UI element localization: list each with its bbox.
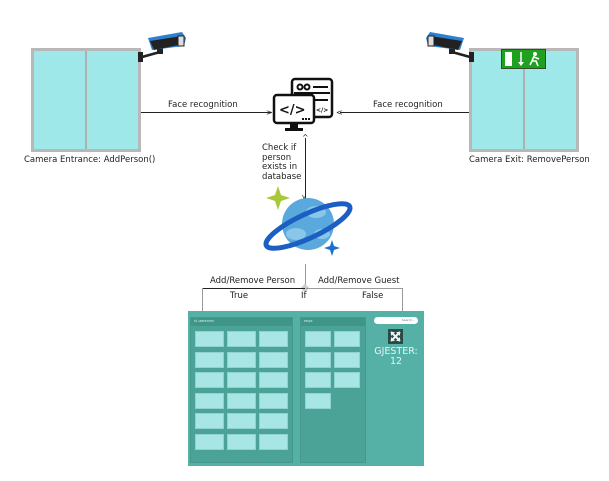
exit-arrow-line xyxy=(340,112,469,113)
person-tile[interactable] xyxy=(195,372,224,388)
db-check-label: Check if person exists in database xyxy=(262,143,302,182)
exit-caption: Camera Exit: RemovePerson xyxy=(469,155,590,165)
person-tile[interactable] xyxy=(259,413,288,429)
branch-left-line xyxy=(202,288,305,289)
panel-visits: BESØK xyxy=(300,317,366,463)
person-tile[interactable] xyxy=(227,331,256,347)
entrance-arrow-label: Face recognition xyxy=(168,100,238,110)
door-divider xyxy=(85,51,87,149)
person-tile[interactable] xyxy=(334,351,360,368)
person-tile[interactable] xyxy=(195,392,224,409)
person-tile[interactable] xyxy=(195,413,224,429)
branch-right-condition: False xyxy=(362,291,384,301)
entrance-arrow-line xyxy=(141,112,271,113)
arrow-head-icon: ^ xyxy=(302,133,309,142)
branch-left-action: Add/Remove Person xyxy=(210,276,296,286)
person-tile[interactable] xyxy=(305,351,331,368)
svg-text:</>: </> xyxy=(316,107,328,114)
person-tile[interactable] xyxy=(227,351,256,368)
cctv-camera-icon xyxy=(426,32,474,62)
db-check-arrow-line xyxy=(305,138,306,199)
person-tile[interactable] xyxy=(227,372,256,388)
code-computer-icon: </> </> xyxy=(272,77,334,131)
person-tile[interactable] xyxy=(195,433,224,450)
search-input[interactable] xyxy=(374,317,418,324)
panel-visits-title: BESØK xyxy=(301,318,365,326)
person-tile[interactable] xyxy=(334,331,360,347)
person-tile[interactable] xyxy=(259,392,288,409)
door-divider xyxy=(523,51,525,149)
branch-if-label: If xyxy=(301,291,307,301)
person-tile[interactable] xyxy=(305,372,331,388)
branch-left-down xyxy=(202,288,203,312)
cosmos-db-planet-icon xyxy=(263,186,353,256)
entrance-caption: Camera Entrance: AddPerson() xyxy=(24,155,156,165)
person-tile[interactable] xyxy=(305,392,331,409)
person-tile[interactable] xyxy=(334,372,360,388)
arrow-head-icon: v xyxy=(302,193,307,201)
dashboard: PÅ ARBEIDSTED BESØK GJESTER: 12 xyxy=(188,311,424,466)
person-tile[interactable] xyxy=(259,372,288,388)
svg-text:</>: </> xyxy=(279,103,306,118)
person-tile[interactable] xyxy=(227,413,256,429)
person-tile[interactable] xyxy=(259,351,288,368)
panel-at-work-title: PÅ ARBEIDSTED xyxy=(191,318,292,326)
person-tile[interactable] xyxy=(227,392,256,409)
branch-left-condition: True xyxy=(230,291,249,301)
branch-right-down xyxy=(402,288,403,312)
panel-at-work: PÅ ARBEIDSTED xyxy=(190,317,293,463)
entrance-door xyxy=(31,48,141,152)
branch-right-action: Add/Remove Guest xyxy=(318,276,400,286)
branch-right-line xyxy=(306,288,403,289)
person-tile[interactable] xyxy=(195,331,224,347)
person-tile[interactable] xyxy=(227,433,256,450)
arrow-head-icon: > xyxy=(266,108,273,117)
shuffle-logo-icon xyxy=(388,329,403,344)
person-tile[interactable] xyxy=(259,331,288,347)
cctv-camera-icon xyxy=(138,32,186,62)
exit-arrow-label: Face recognition xyxy=(373,100,443,110)
person-tile[interactable] xyxy=(259,433,288,450)
arrow-head-icon: < xyxy=(336,108,343,117)
person-tile[interactable] xyxy=(305,331,331,347)
guests-label: GJESTER: xyxy=(374,346,418,357)
guests-count: 12 xyxy=(389,356,403,367)
person-tile[interactable] xyxy=(195,351,224,368)
branch-stem-line xyxy=(305,264,306,288)
emergency-exit-sign-icon xyxy=(501,49,546,69)
